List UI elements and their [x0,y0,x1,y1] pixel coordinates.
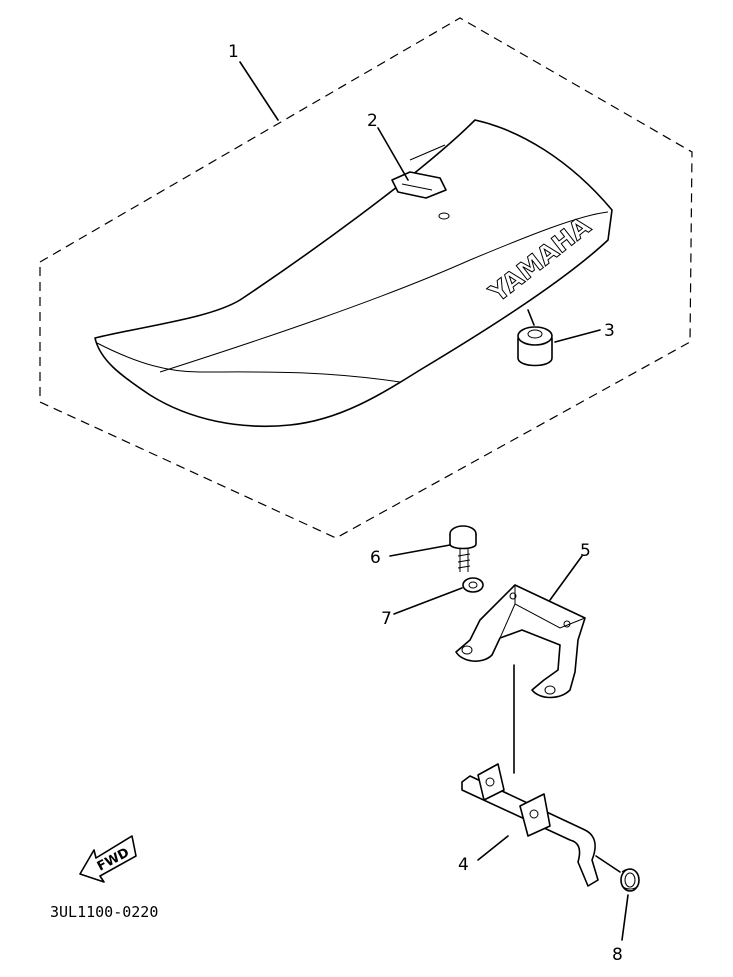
callout-4: 4 [458,855,469,875]
callout-6: 6 [370,548,381,568]
diagram-part-code: 3UL1100-0220 [50,903,158,921]
seat-body: YAMAHA [94,119,613,428]
seat-lock-shaft-part [461,763,599,887]
bracket-part [455,584,586,699]
callout-1: 1 [228,42,239,62]
leader-lines [239,61,629,941]
forward-direction-arrow-icon: FWD [79,835,137,883]
spring-part [620,868,640,892]
washer-part [462,577,484,593]
bolt-part [449,525,477,572]
callout-8: 8 [612,945,623,965]
callout-2: 2 [367,111,378,131]
seat-hole [438,212,450,220]
damper-part [517,326,553,367]
callout-7: 7 [381,609,392,629]
seat-assembly-boundary [39,17,693,539]
callout-5: 5 [580,541,591,561]
seat-hook-part [391,171,447,199]
callout-3: 3 [604,321,615,341]
